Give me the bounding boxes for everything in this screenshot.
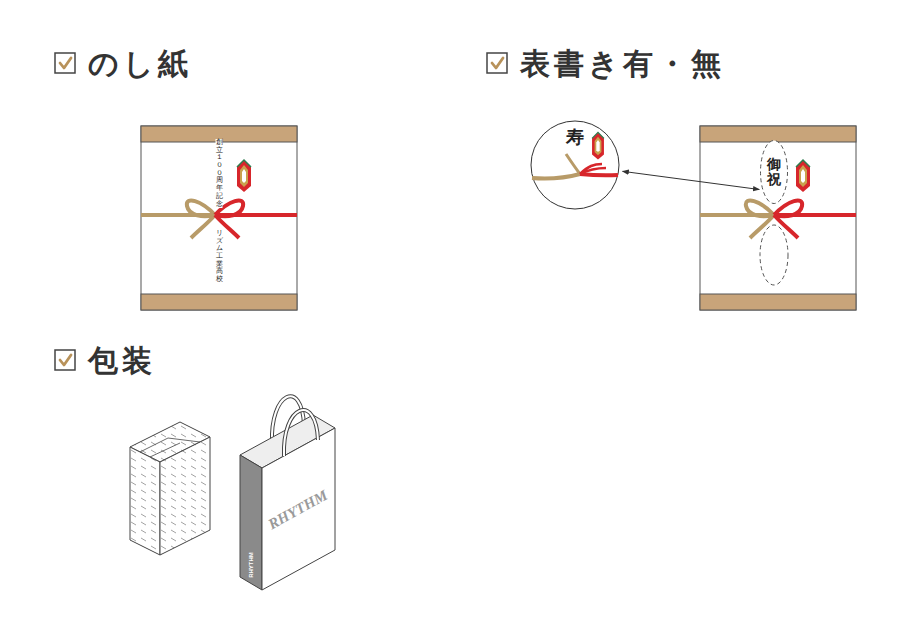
zoom-circle: 寿 bbox=[530, 120, 620, 210]
node-text: RHYTHM bbox=[266, 488, 330, 533]
inscription-oval: 御祝 bbox=[760, 140, 788, 204]
dashed-oval bbox=[760, 225, 788, 285]
section-heading: 表書き有・無 bbox=[520, 46, 725, 82]
zoom-outline bbox=[531, 121, 619, 209]
shopping-bag-drawing bbox=[240, 396, 335, 590]
node-text: 御祝 bbox=[767, 157, 781, 188]
node-text: RHYTHM bbox=[248, 552, 254, 578]
node-text: リズム工業高校 bbox=[216, 230, 223, 284]
noshi-paper-drawing bbox=[141, 126, 856, 310]
section-heading: 包装 bbox=[88, 343, 156, 379]
checkbox-icon bbox=[55, 53, 507, 370]
shopping-bag: RHYTHM RHYTHM bbox=[240, 415, 335, 595]
noshi-paper: 創立１００周年記念リズム工業高校 bbox=[141, 126, 297, 310]
section-heading: のし紙 bbox=[88, 46, 192, 82]
oval-line bbox=[761, 141, 788, 204]
node-text: 寿 bbox=[566, 127, 584, 147]
node-text: 創立１００周年記念 bbox=[216, 139, 223, 208]
wrapped-box bbox=[130, 422, 210, 555]
leader-arrow bbox=[623, 171, 760, 189]
